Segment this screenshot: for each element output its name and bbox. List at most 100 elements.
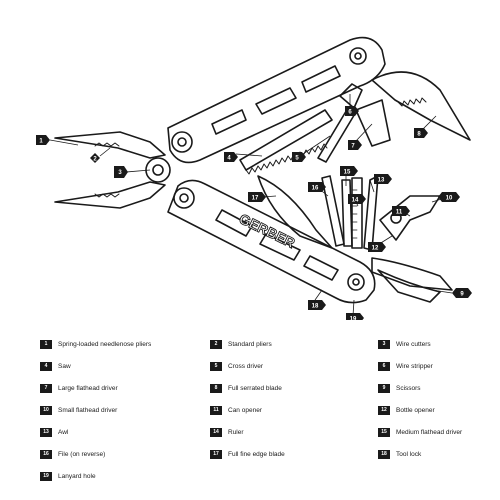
callout-label: 19 (350, 317, 357, 321)
callout-label: 14 (352, 198, 359, 204)
fine-edge-blade (257, 175, 333, 249)
callout-4: 4 (224, 152, 238, 162)
callout-6: 6 (345, 106, 359, 116)
callout-label: 10 (446, 196, 453, 202)
can-opener (379, 195, 441, 241)
legend-label: File (on reverse) (58, 450, 106, 458)
legend-label: Full fine edge blade (228, 450, 285, 458)
plier-jaw-lower (54, 181, 166, 209)
callout-17: 17 (248, 192, 266, 202)
legend-label: Bottle opener (396, 406, 435, 414)
legend-label: Large flathead driver (58, 384, 118, 392)
legend-number: 1 (40, 339, 52, 349)
callout-18: 18 (308, 300, 326, 310)
legend-item-17: 17 Full fine edge blade (210, 448, 285, 460)
callout-19: 19 (346, 313, 364, 320)
legend-label: Lanyard hole (58, 472, 96, 480)
legend-item-1: 1 Spring-loaded needlenose pliers (40, 338, 151, 350)
saw-blade (239, 109, 333, 171)
legend-number: 10 (40, 405, 52, 415)
legend-item-19: 19 Lanyard hole (40, 470, 96, 482)
callout-label: 12 (372, 246, 379, 252)
callout-8: 8 (414, 128, 428, 138)
callout-label: 1 (39, 139, 43, 145)
callout-label: 13 (378, 178, 385, 184)
legend-label: Saw (58, 362, 71, 370)
scissors (371, 257, 453, 291)
callout-10: 10 (438, 192, 460, 202)
legend-label: Awl (58, 428, 69, 436)
legend-item-11: 11 Can opener (210, 404, 262, 416)
callout-label: 7 (351, 144, 355, 150)
legend-item-12: 12 Bottle opener (378, 404, 435, 416)
cross-driver (317, 107, 357, 163)
legend-label: Tool lock (396, 450, 422, 458)
legend-label: Small flathead driver (58, 406, 118, 414)
legend-number: 13 (40, 427, 52, 437)
legend-label: Ruler (228, 428, 244, 436)
callout-9: 9 (452, 288, 472, 298)
callout-label: 8 (417, 132, 421, 138)
legend-item-14: 14 Ruler (210, 426, 244, 438)
legend-item-4: 4 Saw (40, 360, 71, 372)
callout-12: 12 (368, 242, 386, 252)
callout-label: 6 (348, 110, 352, 116)
callout-label: 9 (460, 292, 464, 298)
callout-label: 11 (396, 210, 403, 216)
callout-label: 4 (227, 156, 231, 162)
legend-number: 6 (378, 361, 390, 371)
callout-7: 7 (348, 140, 362, 150)
legend-item-16: 16 File (on reverse) (40, 448, 105, 460)
legend-number: 12 (378, 405, 390, 415)
lower-handle (167, 179, 376, 304)
legend-label: Standard pliers (228, 340, 272, 348)
legend: 1 Spring-loaded needlenose pliers 4 Saw … (0, 330, 500, 500)
legend-number: 3 (378, 339, 390, 349)
legend-label: Wire cutters (396, 340, 431, 348)
callout-3: 3 (114, 166, 128, 178)
legend-item-10: 10 Small flathead driver (40, 404, 117, 416)
callouts: 1 2 3 4 5 6 7 8 (36, 106, 472, 320)
legend-label: Scissors (396, 384, 421, 392)
legend-number: 18 (378, 449, 390, 459)
ruler-tool (351, 177, 363, 249)
callout-15: 15 (340, 166, 358, 176)
multitool-diagram: GERBER 1 2 3 (36, 36, 472, 320)
callout-label: 15 (344, 170, 351, 176)
legend-label: Wire stripper (396, 362, 433, 370)
legend-number: 19 (40, 471, 52, 481)
legend-number: 14 (210, 427, 222, 437)
legend-item-3: 3 Wire cutters (378, 338, 431, 350)
legend-item-8: 8 Full serrated blade (210, 382, 282, 394)
awl-tool (363, 175, 379, 251)
legend-item-13: 13 Awl (40, 426, 68, 438)
callout-11: 11 (392, 206, 410, 216)
legend-item-9: 9 Scissors (378, 382, 421, 394)
callout-1: 1 (36, 135, 50, 145)
legend-label: Medium flathead driver (396, 428, 463, 436)
large-flathead-driver (355, 99, 391, 147)
serrated-blade (371, 71, 471, 141)
legend-item-5: 5 Cross driver (210, 360, 263, 372)
legend-number: 9 (378, 383, 390, 393)
legend-number: 16 (40, 449, 52, 459)
plier-teeth (94, 142, 120, 198)
callout-label: 3 (118, 170, 122, 176)
legend-label: Full serrated blade (228, 384, 282, 392)
callout-label: 16 (312, 186, 319, 192)
legend-item-7: 7 Large flathead driver (40, 382, 118, 394)
callout-14: 14 (348, 194, 366, 204)
wire-stripper (339, 83, 363, 109)
plier-jaw-upper (54, 131, 166, 159)
callout-5: 5 (292, 152, 306, 162)
callout-label: 18 (312, 304, 319, 310)
legend-number: 4 (40, 361, 52, 371)
upper-handle-pivot (171, 131, 193, 153)
legend-number: 17 (210, 449, 222, 459)
legend-item-2: 2 Standard pliers (210, 338, 272, 350)
brand-text: GERBER (237, 210, 298, 251)
legend-item-6: 6 Wire stripper (378, 360, 433, 372)
legend-number: 7 (40, 383, 52, 393)
lower-handle-pivot (173, 187, 195, 209)
legend-item-15: 15 Medium flathead driver (378, 426, 462, 438)
